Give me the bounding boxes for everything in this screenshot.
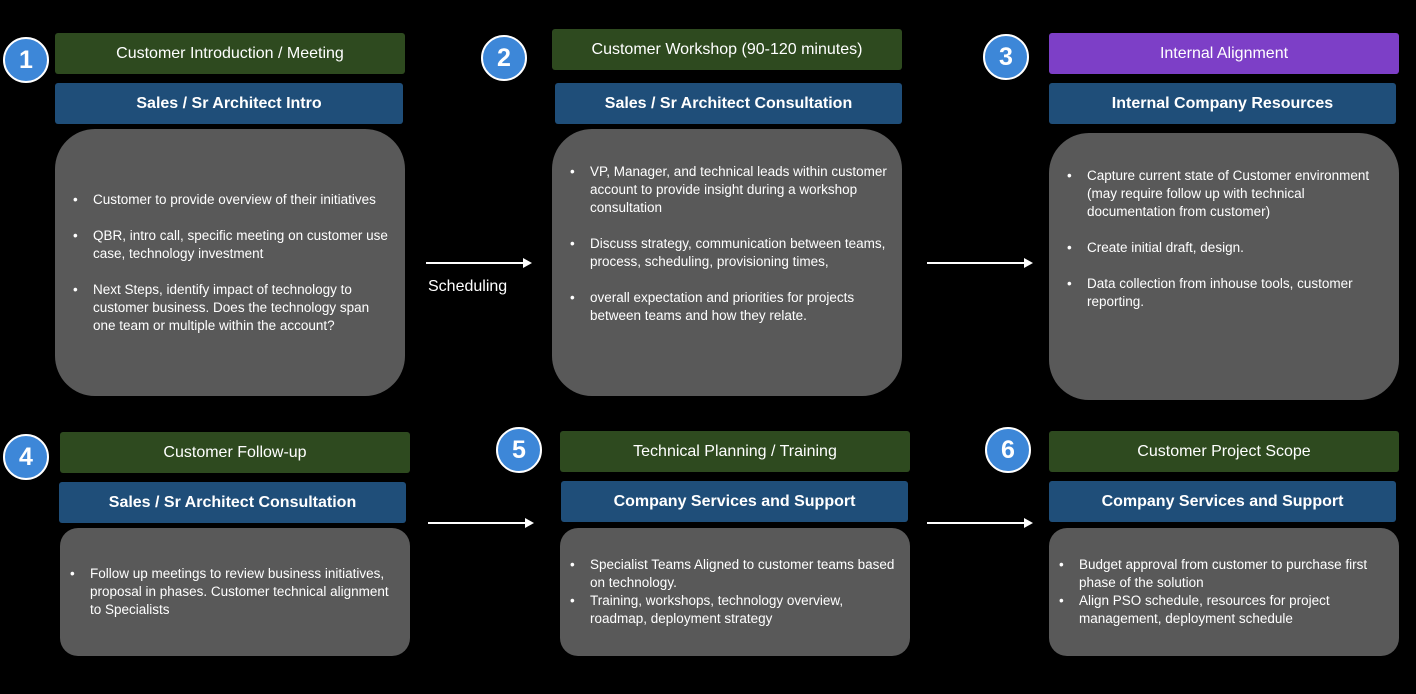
step-number-badge: 5 (496, 427, 542, 473)
flow-arrow-5-6 (927, 518, 1033, 528)
step-bullet: Discuss strategy, communication between … (570, 235, 888, 271)
step-role: Sales / Sr Architect Intro (55, 83, 403, 124)
step-title: Customer Project Scope (1049, 431, 1399, 472)
step-title: Customer Workshop (90-120 minutes) (552, 29, 902, 70)
step-details-card: VP, Manager, and technical leads within … (552, 129, 902, 396)
step-number-badge: 4 (3, 434, 49, 480)
step-bullet-list: Follow up meetings to review business in… (60, 565, 400, 619)
step-bullet: QBR, intro call, specific meeting on cus… (73, 227, 393, 263)
step-bullet: Align PSO schedule, resources for projec… (1059, 592, 1389, 628)
step-role: Sales / Sr Architect Consultation (555, 83, 902, 124)
step-bullet-list: Budget approval from customer to purchas… (1049, 556, 1389, 628)
step-bullet: Next Steps, identify impact of technolog… (73, 281, 393, 335)
step-role: Company Services and Support (1049, 481, 1396, 522)
scheduling-label: Scheduling (428, 278, 508, 295)
flow-arrow-2-3 (927, 258, 1033, 268)
step-details-card: Specialist Teams Aligned to customer tea… (560, 528, 910, 656)
step-bullet-list: Specialist Teams Aligned to customer tea… (560, 556, 900, 628)
step-bullet: VP, Manager, and technical leads within … (570, 163, 888, 217)
step-details-card: Capture current state of Customer enviro… (1049, 133, 1399, 400)
step-bullet: Specialist Teams Aligned to customer tea… (570, 556, 900, 592)
step-bullet-list: Capture current state of Customer enviro… (1057, 167, 1385, 311)
step-bullet: Follow up meetings to review business in… (70, 565, 400, 619)
step-bullet-list: Customer to provide overview of their in… (63, 191, 393, 335)
step-bullet: Customer to provide overview of their in… (73, 191, 393, 209)
step-number-badge: 3 (983, 34, 1029, 80)
step-number-badge: 6 (985, 427, 1031, 473)
step-bullet-list: VP, Manager, and technical leads within … (560, 163, 888, 325)
step-details-card: Follow up meetings to review business in… (60, 528, 410, 656)
step-role: Sales / Sr Architect Consultation (59, 482, 406, 523)
step-role: Company Services and Support (561, 481, 908, 522)
step-bullet: overall expectation and priorities for p… (570, 289, 888, 325)
step-title: Customer Introduction / Meeting (55, 33, 405, 74)
step-number-badge: 2 (481, 35, 527, 81)
flow-arrow-1-2 (426, 258, 532, 268)
step-bullet: Create initial draft, design. (1067, 239, 1385, 257)
step-title: Internal Alignment (1049, 33, 1399, 74)
step-title: Technical Planning / Training (560, 431, 910, 472)
flow-arrow-4-5 (428, 518, 534, 528)
step-number-badge: 1 (3, 37, 49, 83)
step-role: Internal Company Resources (1049, 83, 1396, 124)
step-bullet: Data collection from inhouse tools, cust… (1067, 275, 1385, 311)
step-bullet: Training, workshops, technology overview… (570, 592, 900, 628)
step-details-card: Customer to provide overview of their in… (55, 129, 405, 396)
step-bullet: Budget approval from customer to purchas… (1059, 556, 1389, 592)
step-bullet: Capture current state of Customer enviro… (1067, 167, 1385, 221)
step-details-card: Budget approval from customer to purchas… (1049, 528, 1399, 656)
step-title: Customer Follow-up (60, 432, 410, 473)
